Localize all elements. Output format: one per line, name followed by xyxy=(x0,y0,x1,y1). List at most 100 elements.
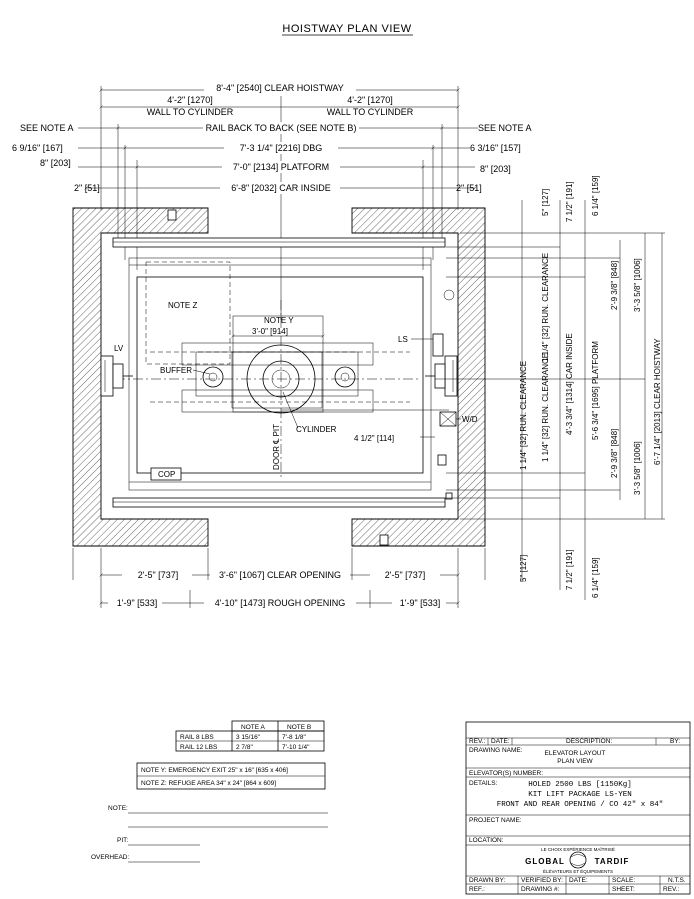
wd-label: W/D xyxy=(462,415,478,424)
table-row-2-label: RAIL 12 LBS xyxy=(180,744,218,751)
tb-details-label: DETAILS: xyxy=(469,780,498,787)
tb-description: DESCRIPTION: xyxy=(566,738,612,745)
dim-half-left-value: 4'-2" [1270] xyxy=(167,95,212,105)
tb-details-3: FRONT AND REAR OPENING / CO 42" x 84" xyxy=(497,801,664,809)
dim-c1-run-bottom: 1 1/4" [32] RUN. CLEARANCE xyxy=(519,361,528,470)
fill-fields: NOTE: PIT: OVERHEAD: xyxy=(91,805,328,863)
dim-c2-car: 4'-3 3/4" [1314] CAR INSIDE xyxy=(565,333,574,435)
dim-half-right-value: 4'-2" [1270] xyxy=(347,95,392,105)
tb-date: DATE: xyxy=(491,738,510,745)
tb-elevator-no: ELEVATOR(S) NUMBER: xyxy=(469,770,543,777)
dim-platform: 7'-0" [2134] PLATFORM xyxy=(233,162,329,172)
table-header-b: NOTE B xyxy=(287,724,311,731)
tb-location: LOCATION: xyxy=(469,837,504,844)
tb-by: BY: xyxy=(670,738,680,745)
dim-c1-bottom: 5" [127] xyxy=(519,555,528,582)
tb-rev: REV.: xyxy=(469,738,486,745)
logo-right-text: TARDIF xyxy=(595,857,630,866)
dim-car-inside: 6'-8" [2032] CAR INSIDE xyxy=(231,183,330,193)
dim-c4-down: 3'-3 5/8" [1006] xyxy=(633,441,642,495)
dim-c2-bottom: 7 1/2" [191] xyxy=(565,549,574,590)
lv-label: LV xyxy=(114,344,124,353)
note-z-text: NOTE Z: REFUGE AREA 34" x 24" [864 x 609… xyxy=(141,780,276,787)
dim-c3-bottom: 6 1/4" [159] xyxy=(591,557,600,598)
dim-dbg-left: 6 9/16" [167] xyxy=(12,143,63,153)
offset-dim: 4 1/2" [114] xyxy=(354,434,394,443)
dim-c3-down: 2'-9 3/8" [848] xyxy=(610,429,619,478)
logo-top-text: LE CHOIX EXPÉRIENCE MAÎTRISÉ xyxy=(541,846,615,852)
table-row-1-b: 7'-8 1/8" xyxy=(282,734,306,741)
cylinder-label: CYLINDER xyxy=(296,425,337,434)
dim-right-wall: 2'-5" [737] xyxy=(385,570,425,580)
notes-box: NOTE Y: EMERGENCY EXIT 25" x 16" [635 x … xyxy=(136,762,326,790)
tb-project-name: PROJECT NAME: xyxy=(469,817,522,824)
title-block: REV.: DATE: DESCRIPTION: BY: DRAWING NAM… xyxy=(465,721,691,895)
see-note-a-left: SEE NOTE A xyxy=(20,123,74,133)
logo-left-text: GLOBAL xyxy=(525,857,565,866)
door-cl-label: DOOR ℄ PIT xyxy=(272,424,281,470)
tb-sheet: SHEET: xyxy=(612,886,635,893)
tb-ref: REF.: xyxy=(469,886,485,893)
dim-car-left: 2" [51] xyxy=(74,183,100,193)
dim-rail-back: RAIL BACK TO BACK (SEE NOTE B) xyxy=(206,123,357,133)
dim-plat-left: 8" [203] xyxy=(40,158,71,168)
tb-details-2: KIT LIFT PACKAGE LS-YEN xyxy=(528,791,632,799)
tb-rev2: REV.: xyxy=(663,886,680,893)
buffer-label: BUFFER xyxy=(160,366,192,375)
overhead-field-label: OVERHEAD: xyxy=(91,854,129,861)
dim-left-rough: 1'-9" [533] xyxy=(117,598,157,608)
dim-c2-run: 1 1/4" [32] RUN. CLEARANCE xyxy=(541,353,550,462)
dim-clear-opening: 3'-6" [1067] CLEAR OPENING xyxy=(219,570,341,580)
table-row-1-a: 3 15/16" xyxy=(236,734,261,741)
dim-car-right: 2" [51] xyxy=(456,183,482,193)
dim-dbg-right: 6 3/16" [157] xyxy=(470,143,521,153)
logo-bottom-text: ÉLÉVATEURS ET ÉQUIPEMENTS xyxy=(543,868,613,874)
company-logo: LE CHOIX EXPÉRIENCE MAÎTRISÉ GLOBAL TARD… xyxy=(525,846,630,874)
tb-details-1: HOLED 2500 LBS [1150Kg] xyxy=(528,781,632,789)
note-y-text: NOTE Y: EMERGENCY EXIT 25" x 16" [635 x … xyxy=(141,767,288,774)
dim-c1-run-top: 1 1/4" [32] RUN. CLEARANCE xyxy=(541,253,550,362)
tb-scale: SCALE: xyxy=(612,877,635,884)
rail-right xyxy=(425,333,458,397)
tb-verified-by: VERIFIED BY: xyxy=(521,877,563,884)
note-field-label: NOTE: xyxy=(108,805,128,812)
table-header-a: NOTE A xyxy=(241,724,266,731)
tb-date2: DATE: xyxy=(569,877,588,884)
dim-left-wall: 2'-5" [737] xyxy=(138,570,178,580)
dim-c2-top: 7 1/2" [191] xyxy=(565,181,574,222)
table-row-2-a: 2 7/8" xyxy=(236,744,253,751)
dim-half-left-label: WALL TO CYLINDER xyxy=(147,107,234,117)
dim-c3-platform: 5'-6 3/4" [1695] PLATFORM xyxy=(591,341,600,440)
dim-c3-top: 6 1/4" [159] xyxy=(591,175,600,216)
cyl-dim: 3'-0" [914] xyxy=(252,327,288,336)
dim-c3-up: 2'-9 3/8" [848] xyxy=(610,261,619,310)
tb-drawing-name-label: DRAWING NAME: xyxy=(469,747,523,754)
tb-drawn-by: DRAWN BY: xyxy=(469,877,505,884)
tb-drawing-no: DRAWING #: xyxy=(521,886,560,893)
dim-rough-opening: 4'-10" [1473] ROUGH OPENING xyxy=(215,598,345,608)
notes-table: NOTE A NOTE B RAIL 8 LBS 3 15/16" 7'-8 1… xyxy=(175,720,325,752)
cop-label: COP xyxy=(158,470,175,479)
dim-c1-top: 5" [127] xyxy=(541,189,550,216)
see-note-a-right: SEE NOTE A xyxy=(478,123,532,133)
top-dimensions: 8'-4" [2540] CLEAR HOISTWAY 4'-2" [1270]… xyxy=(12,82,532,320)
dim-clear-hoistway: 8'-4" [2540] CLEAR HOISTWAY xyxy=(216,83,343,93)
dim-dbg: 7'-3 1/4" [2216] DBG xyxy=(240,143,322,153)
dim-plat-right: 8" [203] xyxy=(480,164,511,174)
bottom-dimensions: 2'-5" [737] 3'-6" [1067] CLEAR OPENING 2… xyxy=(72,548,486,609)
drawing-title: HOISTWAY PLAN VIEW xyxy=(282,23,411,35)
dim-half-right-label: WALL TO CYLINDER xyxy=(327,107,414,117)
pit-field-label: PIT: xyxy=(117,837,128,844)
table-row-2-b: 7'-10 1/4" xyxy=(282,744,310,751)
dim-c5-clear: 6'-7 1/4" [2013] CLEAR HOISTWAY xyxy=(653,338,662,465)
hoistway-plan: NOTE Z NOTE Y 3'-0" [914] BUFFER CYLINDE… xyxy=(72,207,486,547)
note-y-label: NOTE Y xyxy=(264,316,294,325)
table-row-1-label: RAIL 8 LBS xyxy=(180,734,214,741)
rail-left xyxy=(100,355,133,397)
tb-drawing-name-2: PLAN VIEW xyxy=(557,758,593,765)
note-z-label: NOTE Z xyxy=(168,301,197,310)
ls-label: LS xyxy=(398,335,408,344)
dim-right-rough: 1'-9" [533] xyxy=(400,598,440,608)
tb-drawing-name-1: ELEVATOR LAYOUT xyxy=(545,750,606,757)
